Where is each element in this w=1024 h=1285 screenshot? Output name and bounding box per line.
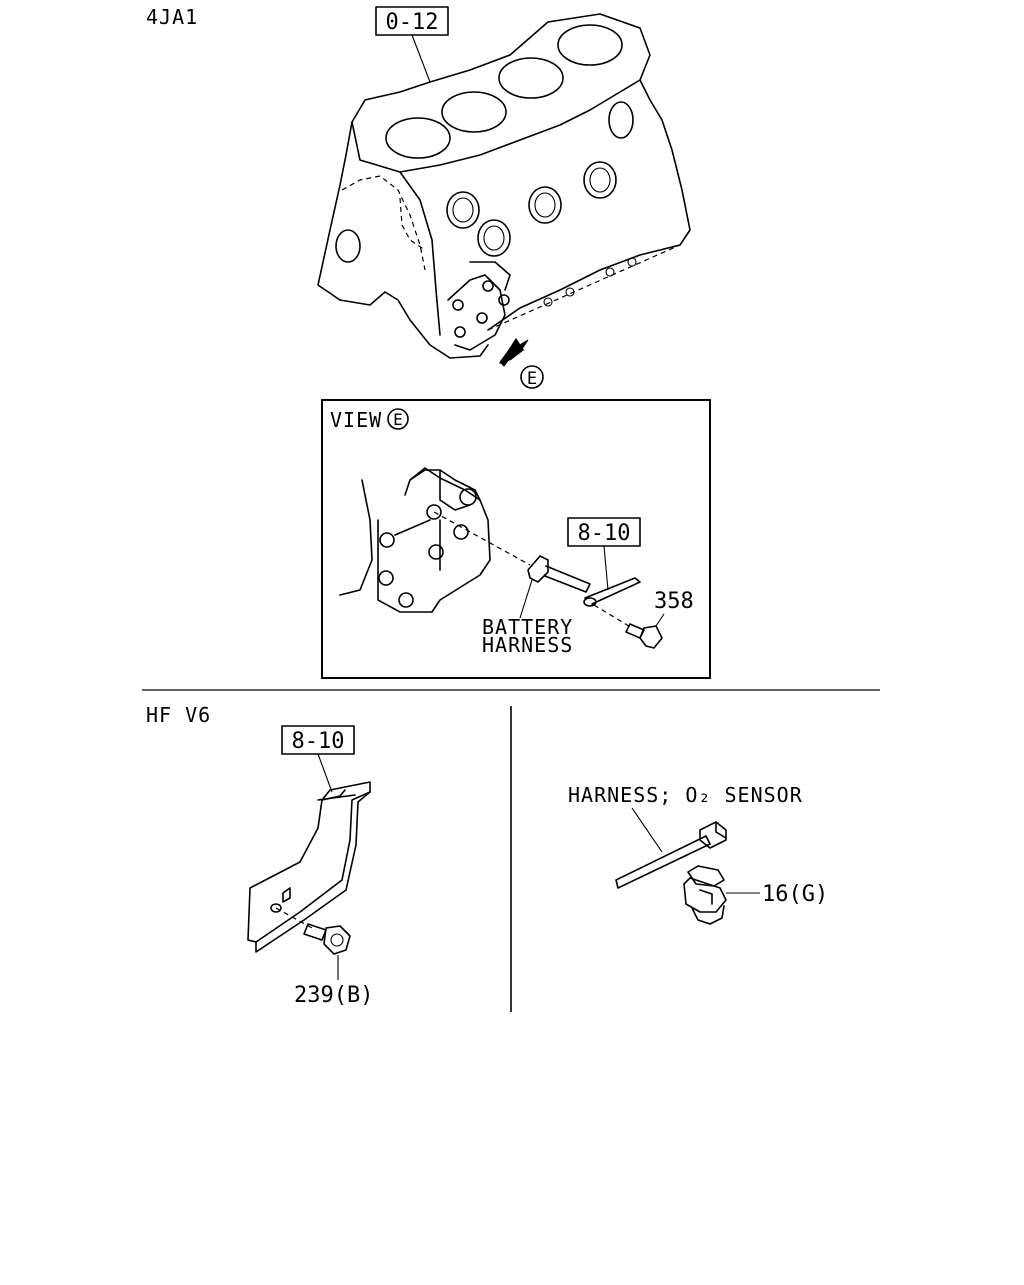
view-e-arrow	[499, 338, 529, 367]
clip-drawing[interactable]	[683, 865, 727, 925]
svg-text:0-12: 0-12	[386, 10, 439, 35]
hf-bolt[interactable]	[275, 907, 351, 955]
leader-bracket-hf	[317, 753, 333, 793]
variant-label-hf-v6: HF V6	[146, 703, 211, 727]
label-harness: HARNESS	[482, 633, 573, 657]
svg-text:8-10: 8-10	[578, 521, 631, 546]
view-bracket-rod[interactable]	[583, 577, 641, 607]
svg-text:8-10: 8-10	[292, 729, 345, 754]
svg-text:E: E	[393, 410, 403, 429]
view-e-marker: E	[520, 365, 544, 389]
callout-bracket-view[interactable]: 8-10	[567, 517, 641, 547]
callout-bolt-hf: 239(B)	[294, 983, 373, 1008]
o2-harness-drawing[interactable]	[615, 821, 727, 889]
view-bolt[interactable]	[593, 604, 663, 649]
battery-harness-terminal[interactable]	[527, 555, 591, 593]
label-battery: BATTERY	[482, 615, 573, 639]
leader-battery-harness	[519, 579, 533, 619]
leader-bolt-view	[655, 613, 665, 627]
callout-clip: 16(G)	[762, 882, 828, 907]
hf-bracket-drawing[interactable]	[247, 781, 371, 953]
view-e-detail-frame	[321, 399, 711, 679]
svg-text:E: E	[527, 369, 537, 389]
callout-block[interactable]: 0-12	[375, 6, 449, 36]
svg-text:VIEW: VIEW	[330, 408, 382, 432]
leader-block	[411, 34, 431, 83]
view-e-boss-drawing	[339, 467, 531, 613]
leader-bracket-view	[603, 545, 609, 591]
callout-bolt-view: 358	[654, 589, 694, 614]
variant-label-4ja1: 4JA1	[146, 5, 198, 29]
engine-block-drawing	[317, 13, 691, 359]
callout-bracket-hf[interactable]: 8-10	[281, 725, 355, 755]
view-e-title: VIEW E	[330, 408, 409, 432]
leader-o2-harness	[631, 807, 663, 853]
label-o2-harness: HARNESS; O₂ SENSOR	[568, 783, 803, 807]
